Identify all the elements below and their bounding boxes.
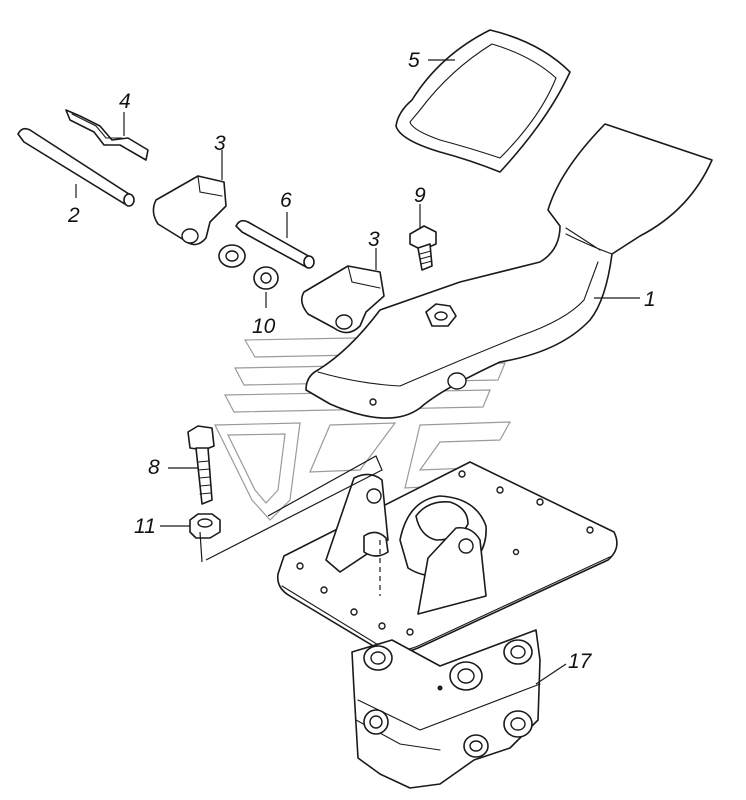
callout-3-lower: 3 bbox=[368, 228, 380, 251]
callout-10: 10 bbox=[252, 315, 276, 338]
part-1-pedal-lever bbox=[305, 123, 713, 419]
callout-6: 6 bbox=[280, 189, 292, 212]
washer-upper bbox=[218, 244, 246, 268]
callout-5: 5 bbox=[408, 49, 420, 72]
part-3-upper-fork bbox=[152, 175, 227, 246]
bracket-left bbox=[325, 473, 389, 573]
part-2-pin bbox=[17, 127, 135, 207]
callout-3-upper: 3 bbox=[214, 132, 226, 155]
part-9-bolt bbox=[409, 225, 437, 271]
callout-11: 11 bbox=[134, 515, 156, 538]
part-4-clip bbox=[65, 109, 149, 161]
part-6-pin bbox=[235, 219, 315, 269]
part-11-nut bbox=[189, 513, 221, 539]
part-3-lower-fork bbox=[300, 265, 385, 334]
bracket-right bbox=[417, 526, 487, 615]
callout-8: 8 bbox=[148, 456, 160, 479]
callout-1: 1 bbox=[644, 288, 656, 311]
part-8-bolt bbox=[187, 425, 215, 505]
part-5-pedal-pad bbox=[395, 29, 571, 173]
callout-2: 2 bbox=[67, 204, 80, 227]
part-10-washer bbox=[253, 266, 279, 290]
callout-17: 17 bbox=[568, 650, 593, 673]
alignment-lines bbox=[199, 455, 383, 596]
lever-nut bbox=[425, 303, 457, 327]
callout-9: 9 bbox=[414, 184, 426, 207]
callout-4: 4 bbox=[119, 90, 131, 113]
leader-lines bbox=[75, 59, 640, 685]
callout-labels: 5 4 2 3 6 3 9 10 1 8 11 17 bbox=[67, 49, 656, 673]
part-17-brake-valve-body bbox=[351, 629, 541, 789]
